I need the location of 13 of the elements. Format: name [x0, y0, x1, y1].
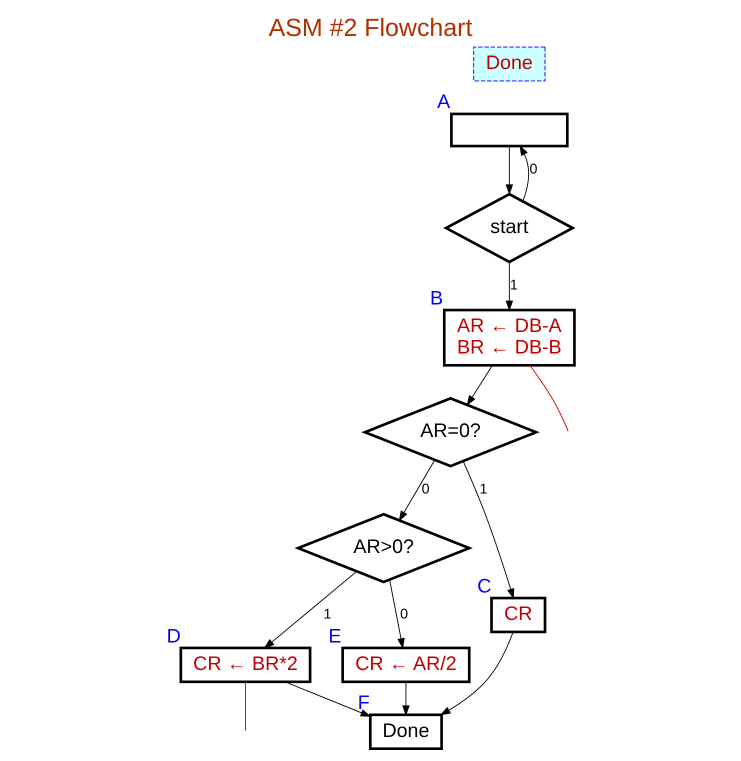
node-label: B: [430, 287, 444, 310]
edge-label: 0: [529, 161, 538, 178]
edge-label: 0: [422, 482, 430, 498]
edge-label: 1: [510, 277, 518, 294]
node-label: E: [328, 625, 342, 648]
edge-label: 1: [480, 482, 488, 498]
node-label: A: [437, 91, 450, 114]
edge-label: 1: [324, 606, 332, 622]
diagram-title: ASM #2 Flowchart: [268, 14, 472, 42]
node-label: C: [477, 575, 492, 598]
edge-label: 0: [400, 606, 408, 622]
node-label: F: [358, 692, 370, 714]
node-label: D: [166, 625, 181, 648]
